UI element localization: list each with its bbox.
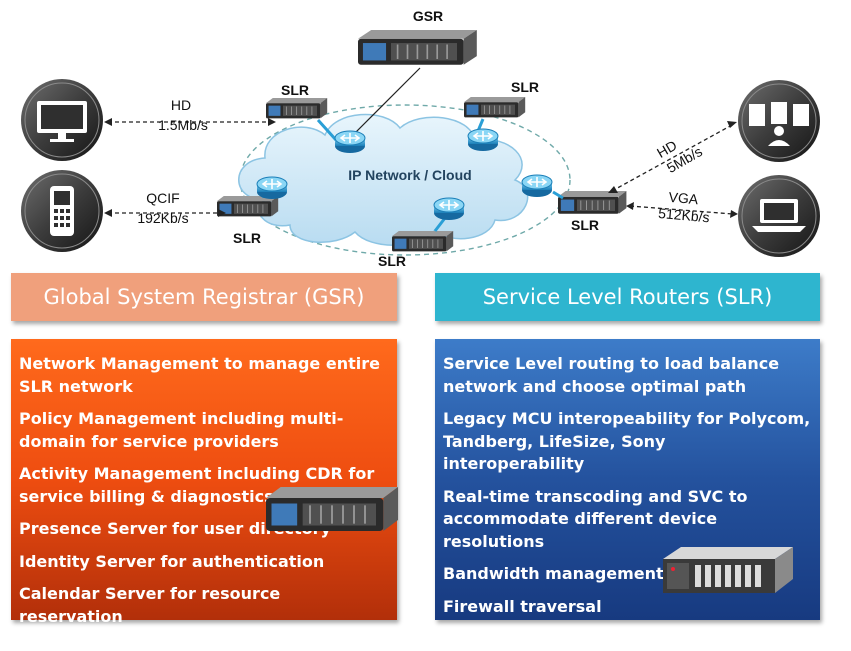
gsr-feature-item: Identity Server for authentication [19,551,325,571]
gsr-feature-item: Calendar Server for resource reservation [19,584,281,626]
video-conference-icon [738,80,820,162]
arrow-head [104,118,112,126]
gsr-label: GSR [413,8,443,24]
link-qcif-name: QCIF [146,190,179,206]
slr-section-title: Service Level Routers (SLR) [482,285,773,309]
arrow-head [727,121,737,128]
slr-feature-item: Real-time transcoding and SVC to accommo… [443,486,748,551]
router-icon [334,130,366,154]
cloud-label: IP Network / Cloud [348,167,471,183]
arrow-head [104,209,112,217]
router-icon [521,174,553,198]
slr-section-header: Service Level Routers (SLR) [435,273,820,321]
slr-label: SLR [281,82,309,98]
router-icon [256,176,288,200]
gsr-feature-panel: Network Management to manage entire SLR … [11,339,399,626]
slr-feature-item: Bandwidth management [443,564,664,583]
link-qcif-rate: 192Kb/s [137,210,188,226]
gsr-feature-item: Network Management to manage entire SLR … [19,354,380,396]
slr-label: SLR [233,230,261,246]
slr-feature-item: Service Level routing to load balance ne… [443,354,780,396]
slr-server-icon [557,190,627,215]
laptop-icon [738,175,820,257]
arrow-head [608,186,618,193]
gsr-feature-item: Activity Management including CDR for se… [19,464,375,506]
arrow-head [268,118,276,126]
slr-server-icon [463,96,526,118]
gsr-link-line [347,67,421,141]
link-vga [629,205,734,215]
link-hd-left-name: HD [171,97,191,113]
link-vga-rate: 512Kb/s [658,205,711,225]
arrow-head [218,209,226,217]
slr-label: SLR [571,217,599,233]
slr-label: SLR [511,79,539,95]
slr-server-icon [391,230,454,252]
network-diagram: IP Network / Cloud GSR SLR SLR SLR SLR S… [21,8,820,269]
arrow-head [626,202,634,210]
slr-server-icon [265,97,328,119]
link-vga-name: VGA [668,189,700,208]
link-hd-right [611,124,733,192]
gsr-section-header: Global System Registrar (GSR) [11,273,397,321]
router-appliance-icon [663,547,793,593]
slr-feature-item: Secure encryption [443,629,608,648]
gsr-section-title: Global System Registrar (GSR) [43,285,365,309]
slr-feature-item: Legacy MCU interopeability for Polycom, … [443,409,811,473]
slr-feature-panel: Service Level routing to load balance ne… [435,339,820,648]
router-icon [467,128,499,152]
gsr-feature-item: Policy Management including multi- domai… [19,409,344,451]
arrow-head [730,210,738,218]
slr-feature-item: Firewall traversal [443,596,602,616]
slr-label: SLR [378,253,406,269]
slr-server-icon [216,195,279,217]
server-icon [265,487,399,531]
monitor-icon [21,79,103,161]
mobile-phone-icon [21,170,103,252]
gsr-server-icon [357,29,478,66]
link-hd-left-rate: 1.5Mb/s [158,117,208,133]
router-icon [433,197,465,221]
